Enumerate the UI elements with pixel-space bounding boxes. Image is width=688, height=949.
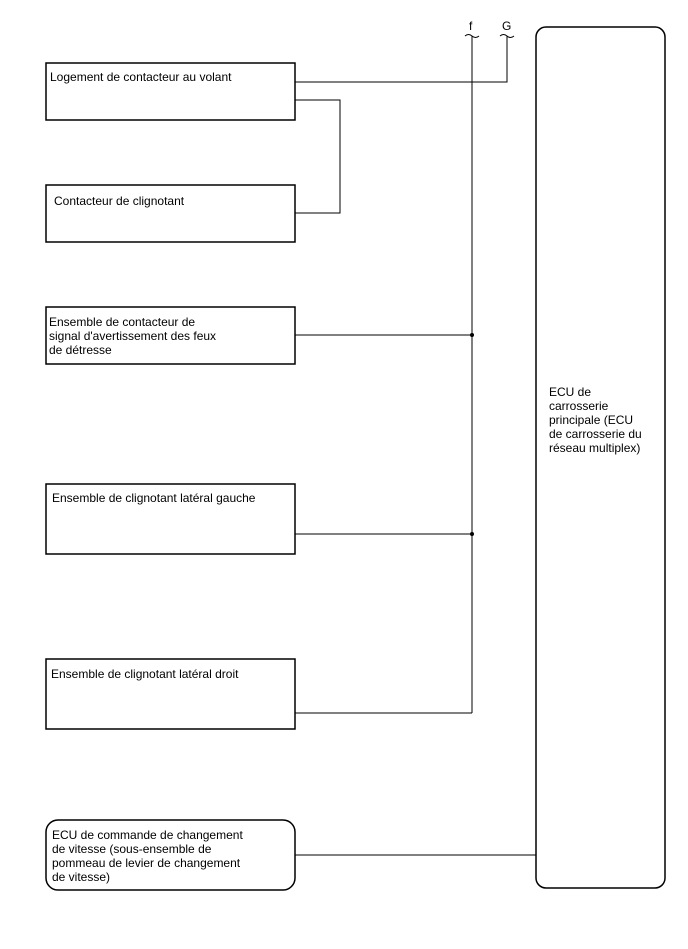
steering-pad-housing-label: Logement de contacteur au volant [50,70,232,84]
left-side-turn-box [45,483,296,555]
hazard-switch-box [45,306,296,365]
wire-steering-to-turn-switch [295,99,341,214]
right-side-turn-label: Ensemble de clignotant latéral droit [51,667,239,681]
connector-g-label: G [502,19,512,33]
main-body-ecu-box [535,26,666,889]
junction-dot [470,333,474,337]
turn-signal-switch-label: Contacteur de clignotant [54,194,185,208]
wire-steering-to-g [295,36,508,83]
steering-pad-housing-box [45,62,296,121]
right-side-turn-box [45,658,296,730]
left-side-turn-label: Ensemble de clignotant latéral gauche [52,491,256,505]
shift-lever-ecu-label: ECU de commande de changement de vitesse… [52,828,243,884]
turn-signal-switch-box [45,184,296,243]
main-body-ecu-label: ECU de carrosserie principale (ECU de ca… [549,385,642,455]
connector-f-label: f [469,19,473,33]
hazard-switch-label: Ensemble de contacteur de signal d'avert… [49,315,217,357]
junction-dot [470,532,474,536]
